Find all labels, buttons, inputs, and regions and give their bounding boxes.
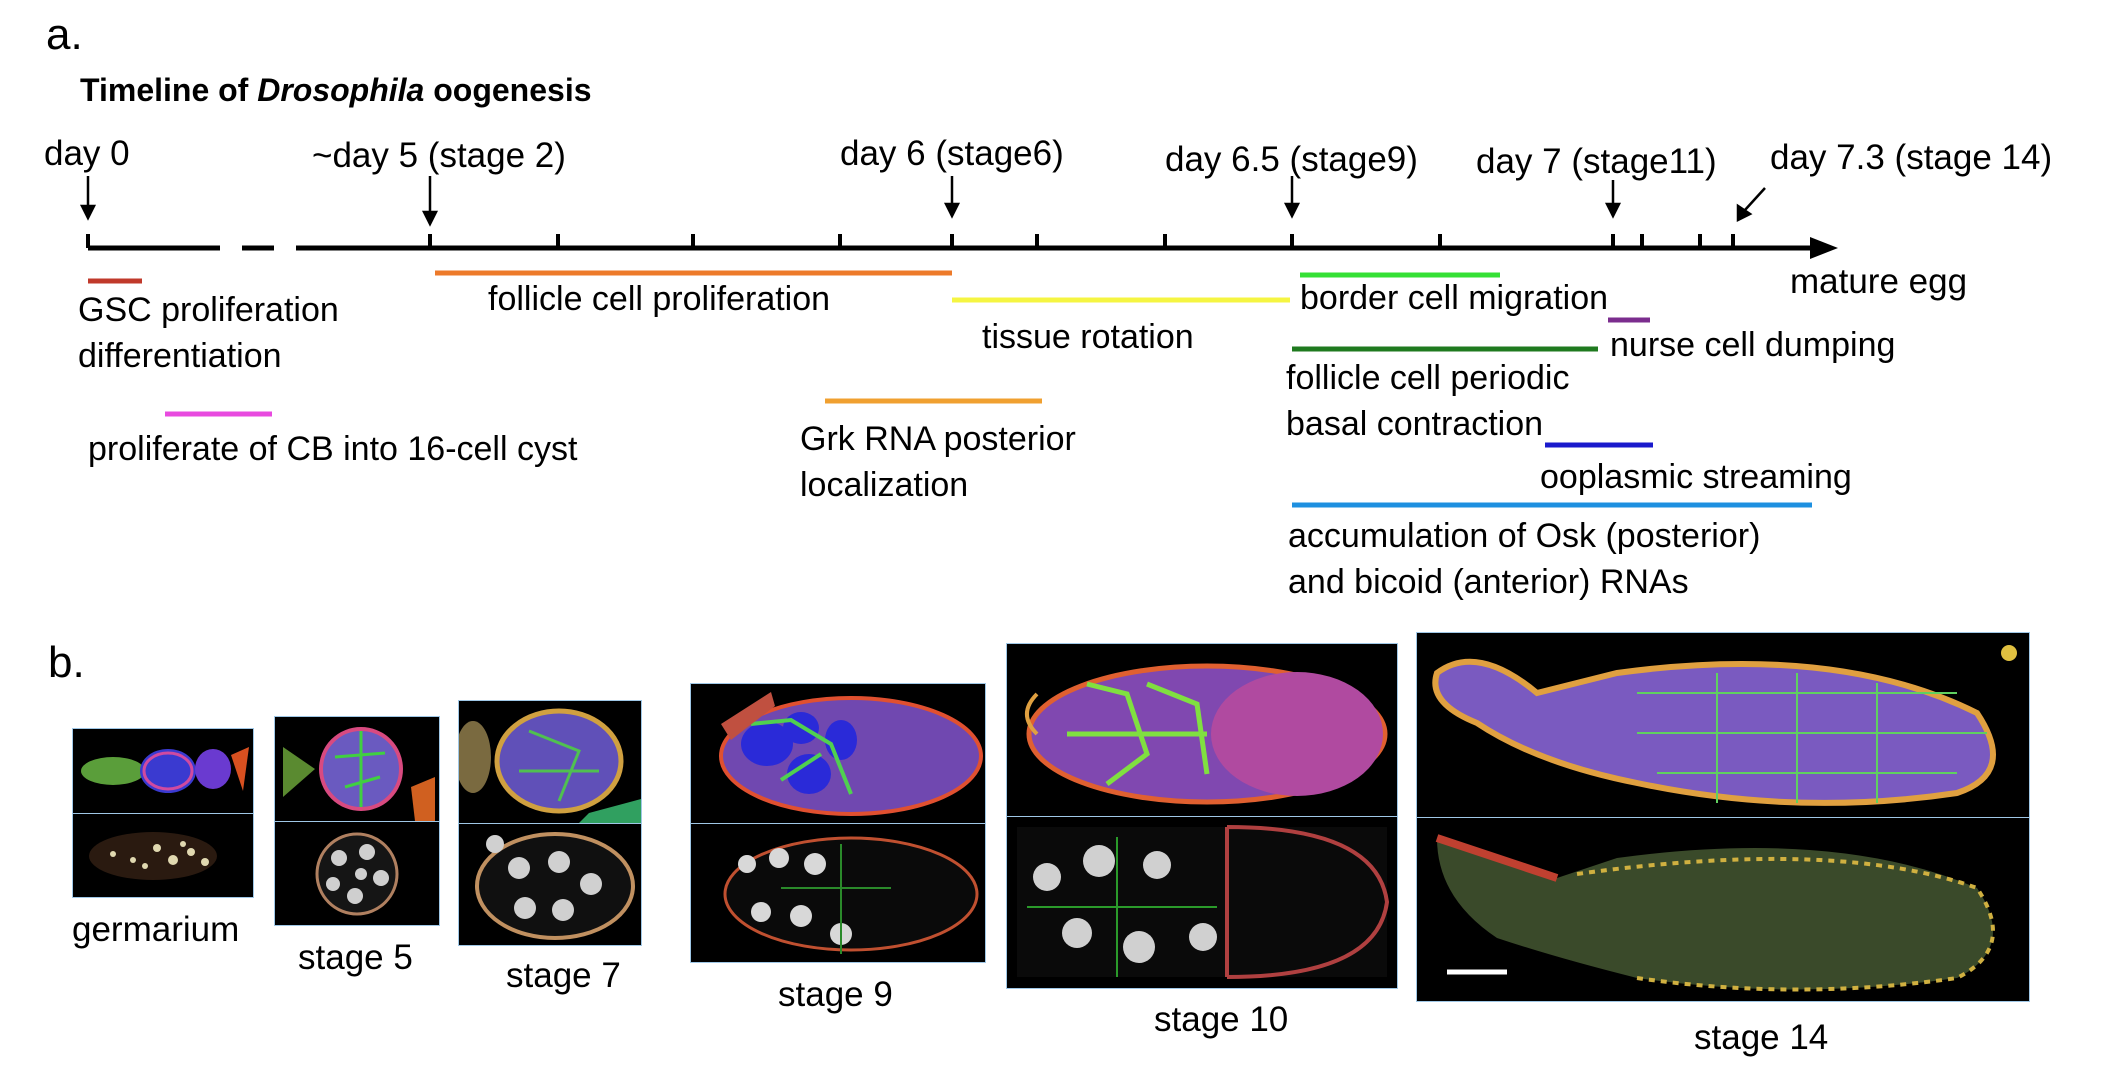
event-bars bbox=[88, 270, 1812, 508]
caption-stage-7: stage 7 bbox=[506, 956, 621, 995]
timeline-title: Timeline of Drosophila oogenesis bbox=[80, 72, 592, 108]
caption-stage-10: stage 10 bbox=[1154, 1000, 1289, 1039]
day-label-6: day 6 (stage6) bbox=[840, 134, 1064, 173]
stage-7-micrograph bbox=[458, 700, 642, 946]
caption-stage-9: stage 9 bbox=[778, 975, 893, 1014]
day-label-6-5: day 6.5 (stage9) bbox=[1165, 140, 1418, 179]
event-nurse-cell-dumping: nurse cell dumping bbox=[1610, 326, 1896, 364]
day-label-0: day 0 bbox=[44, 134, 130, 173]
caption-germarium: germarium bbox=[72, 910, 240, 949]
panel-a-label: a. bbox=[46, 10, 83, 59]
event-border-cell-migration: border cell migration bbox=[1300, 279, 1609, 317]
caption-stage-14: stage 14 bbox=[1694, 1018, 1829, 1057]
event-accumulation-rna: accumulation of Osk (posterior)and bicoi… bbox=[1288, 517, 1761, 601]
stage-5-micrograph bbox=[274, 716, 440, 926]
day-label-7: day 7 (stage11) bbox=[1476, 142, 1717, 181]
day-label-7-3: day 7.3 (stage 14) bbox=[1770, 138, 2053, 177]
timeline-graphic bbox=[79, 176, 1838, 508]
event-ooplasmic-streaming: ooplasmic streaming bbox=[1540, 458, 1852, 496]
event-follicle-cell-proliferation: follicle cell proliferation bbox=[488, 280, 831, 318]
caption-stage-5: stage 5 bbox=[298, 938, 413, 977]
event-tissue-rotation: tissue rotation bbox=[982, 318, 1194, 356]
day-arrows bbox=[79, 176, 1766, 227]
stage-14-micrograph bbox=[1416, 632, 2030, 1002]
panel-b-label: b. bbox=[48, 638, 85, 687]
event-cb-proliferation: proliferate of CB into 16-cell cyst bbox=[88, 430, 578, 468]
timeline-ticks bbox=[86, 234, 1735, 248]
germarium-micrograph bbox=[72, 728, 254, 898]
mature-egg-label: mature egg bbox=[1790, 262, 1968, 301]
day-label-5: ~day 5 (stage 2) bbox=[312, 136, 566, 175]
timeline-arrowhead bbox=[1810, 237, 1838, 259]
stage-9-micrograph bbox=[690, 683, 986, 963]
stage-10-micrograph bbox=[1006, 643, 1398, 989]
